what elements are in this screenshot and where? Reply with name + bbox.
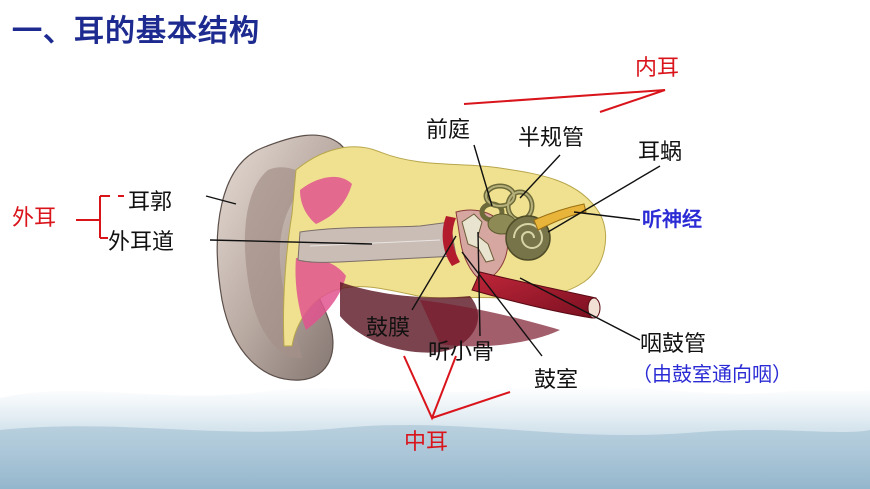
group-brackets: [76, 89, 666, 421]
tympanic-cavity-label: 鼓室: [534, 368, 579, 393]
eardrum-label: 鼓膜: [366, 316, 411, 341]
ossicles-label: 听小骨: [428, 340, 495, 365]
ear-canal-shape: [297, 221, 457, 263]
outer-ear-label: 外耳: [12, 206, 57, 231]
eardrum-shape: [442, 216, 460, 266]
semicircular-canals-label: 半规管: [518, 126, 585, 151]
cochlea-label: 耳蜗: [638, 140, 683, 165]
eustachian-tube-label: 咽鼓管: [640, 332, 707, 357]
inner-ear-label: 内耳: [635, 56, 680, 81]
middle-ear-label: 中耳: [404, 430, 449, 455]
page-title: 一、耳的基本结构: [12, 14, 260, 49]
ear-canal-label: 外耳道: [108, 230, 175, 255]
eustachian-tube-note: （由鼓室通向咽）: [632, 362, 792, 386]
leader-lines: [205, 144, 661, 357]
background-wash: [0, 385, 870, 489]
vestibule-label: 前庭: [426, 118, 471, 143]
auricle-label: 耳郭: [128, 190, 173, 215]
auditory-nerve-shape: [533, 203, 587, 231]
auditory-nerve-label: 听神经: [642, 207, 702, 231]
